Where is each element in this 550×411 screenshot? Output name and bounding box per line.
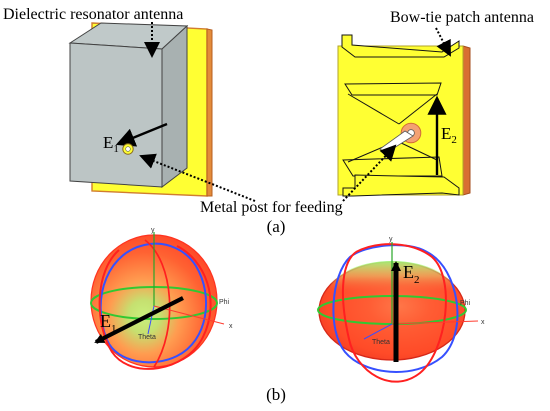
left-pattern-red-ring — [98, 245, 212, 370]
bow-tie-leader — [435, 27, 451, 57]
left-field-vector — [115, 122, 168, 147]
left-radiation-pattern: y x Phi Theta E1 — [90, 227, 233, 370]
left-pattern-x-label: x — [229, 323, 233, 330]
panel-a-caption: (a) — [267, 217, 286, 236]
right-lower-fold — [342, 174, 460, 197]
left-pattern-phi-label: Phi — [219, 299, 230, 306]
right-lower-wing — [342, 156, 443, 177]
dielectric-resonator-label: Dielectric resonator antenna — [3, 6, 183, 23]
metal-post-label: Metal post for feeding — [200, 199, 343, 216]
left-pattern-field-vector — [94, 296, 184, 344]
panel-b-right-e-sub: 2 — [414, 274, 420, 286]
panel-a-right-e-label: E2 — [441, 124, 457, 146]
right-pattern-y-label: y — [389, 236, 393, 243]
right-pattern-theta-axis — [363, 323, 393, 340]
left-pattern-y-label: y — [151, 227, 155, 234]
right-pattern-red-ring — [341, 243, 447, 383]
left-pattern-blue-ring — [99, 242, 208, 364]
panel-b-right-e-label: E2 — [403, 262, 420, 286]
bow-tie-label: Bow-tie patch antenna — [390, 9, 534, 26]
panel-b-caption: (b) — [266, 385, 286, 404]
right-substrate-edge — [462, 45, 471, 196]
left-substrate-edge — [206, 28, 213, 197]
right-antenna-model — [337, 34, 471, 197]
panel-b-left-e-sub: 1 — [111, 323, 117, 335]
metal-post-leader-left — [139, 153, 256, 202]
right-upper-triangle-left — [347, 93, 400, 125]
panel-b-left-e-base: E — [100, 311, 111, 331]
panel-b-left-e-label: E1 — [100, 311, 117, 335]
panel-a-left-e-label: E1 — [103, 133, 119, 155]
metal-post-leader-right — [342, 144, 397, 202]
panel-a-right-e-base: E — [441, 124, 451, 143]
left-antenna-model — [68, 22, 213, 197]
left-pattern-theta-axis — [147, 305, 155, 335]
right-pattern-theta-label: Theta — [372, 339, 390, 346]
panel-a-annotations: Dielectric resonator antenna Bow-tie pat… — [3, 6, 534, 236]
left-pattern-theta-label: Theta — [138, 334, 156, 341]
right-upper-wing — [344, 82, 442, 96]
right-lower-triangle-right — [396, 140, 438, 161]
right-radiation-pattern: y x Phi Theta E2 — [317, 236, 485, 383]
right-upper-fold — [341, 34, 460, 58]
panel-a-right-e-sub: 2 — [451, 134, 457, 146]
left-dielectric-right — [161, 24, 188, 189]
right-pattern-phi-label: Phi — [460, 300, 471, 307]
right-pattern-x-axis — [391, 320, 479, 325]
panel-b-right-e-base: E — [403, 262, 414, 282]
panel-a-left-e-base: E — [103, 133, 113, 152]
left-dielectric-front — [69, 42, 163, 188]
right-pattern-x-label: x — [481, 319, 485, 326]
panel-a-left-e-sub: 1 — [113, 143, 119, 155]
left-feed-point-inner — [125, 146, 131, 152]
